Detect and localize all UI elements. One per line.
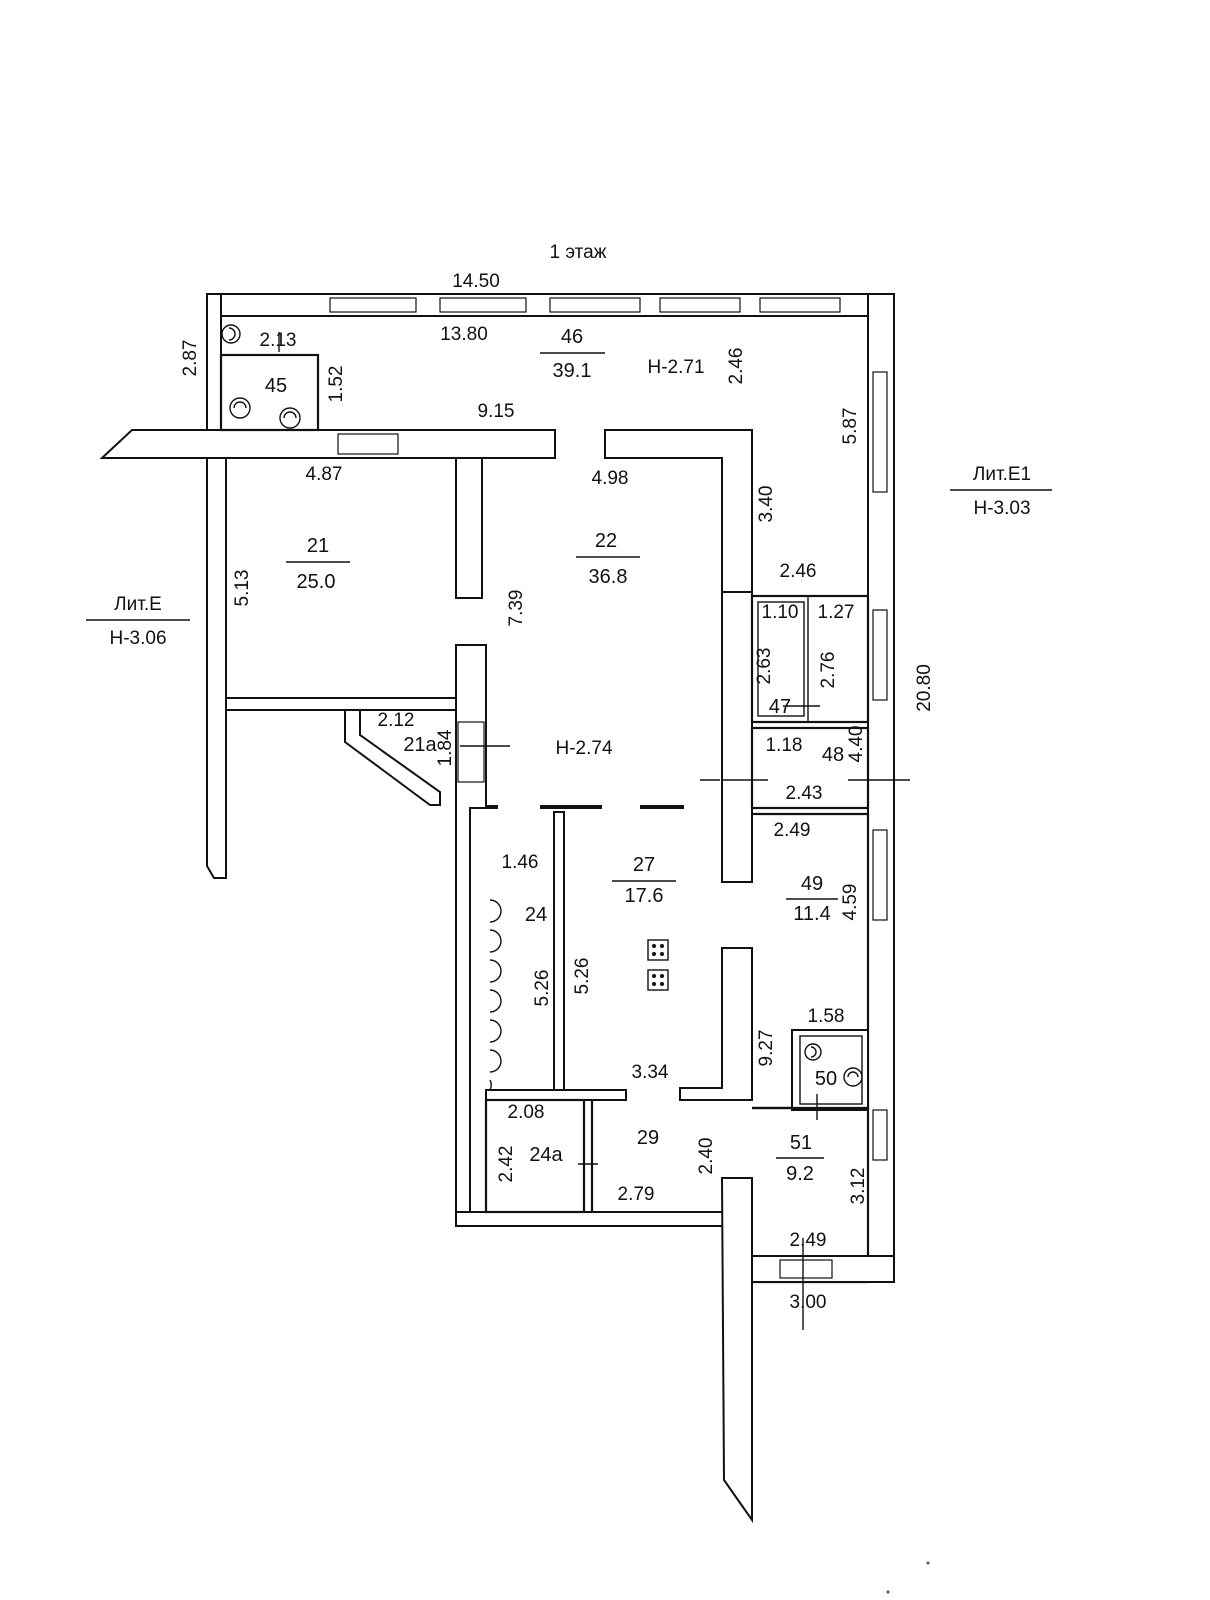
dim-2-13: 2.13 xyxy=(260,330,297,351)
dim-2-79: 2.79 xyxy=(618,1184,655,1205)
room-22-area: 36.8 xyxy=(589,566,628,588)
dim-13-80: 13.80 xyxy=(440,324,488,345)
room-51-number: 51 xyxy=(790,1132,812,1154)
dim-20-80: 20.80 xyxy=(914,664,935,712)
dim-5-26-b: 5.26 xyxy=(572,958,593,995)
wall-27-east xyxy=(679,947,753,1101)
dim-4-98: 4.98 xyxy=(592,468,629,489)
dim-5-26-a: 5.26 xyxy=(532,970,553,1007)
window-21a xyxy=(457,721,485,783)
dim-9-27: 9.27 xyxy=(756,1030,777,1067)
dim-4-40: 4.40 xyxy=(846,726,867,763)
room-27-area: 17.6 xyxy=(625,885,664,907)
room-45-number: 45 xyxy=(265,375,287,397)
wall-21a xyxy=(344,709,441,806)
dim-2-87: 2.87 xyxy=(180,340,201,377)
room-48-box xyxy=(750,726,870,810)
dim-7-39: 7.39 xyxy=(506,590,527,627)
window-21 xyxy=(337,433,399,455)
dim-14-50: 14.50 xyxy=(452,271,500,292)
wall-24-27 xyxy=(553,811,565,1091)
room-24a-number: 24а xyxy=(529,1144,563,1166)
dim-4-87: 4.87 xyxy=(306,464,343,485)
dim-5-13: 5.13 xyxy=(232,570,253,607)
dim-2-49-mid: 2.49 xyxy=(774,820,811,841)
lit-e-label: Лит.Е xyxy=(114,594,162,615)
room-45-box xyxy=(219,353,320,432)
height-22: Н-2.74 xyxy=(555,738,612,759)
room-29-number: 29 xyxy=(637,1127,659,1149)
dim-1-84: 1.84 xyxy=(435,729,456,766)
dim-1-58: 1.58 xyxy=(808,1006,845,1027)
room-21a-number: 21а xyxy=(403,734,437,756)
dim-2-49-bottom: 2.49 xyxy=(790,1230,827,1251)
dim-2-08: 2.08 xyxy=(508,1102,545,1123)
room-21-area: 25.0 xyxy=(297,571,336,593)
dim-2-42: 2.42 xyxy=(496,1146,517,1183)
dim-2-12: 2.12 xyxy=(378,710,415,731)
west-wall-21 xyxy=(206,457,227,879)
height-46: Н-2.71 xyxy=(647,357,704,378)
dim-3-40: 3.40 xyxy=(756,486,777,523)
west-wall-46 xyxy=(206,293,222,431)
dim-9-15: 9.15 xyxy=(478,401,515,422)
dim-2-63: 2.63 xyxy=(754,648,775,685)
room-47-box xyxy=(750,594,870,724)
room-47-number: 47 xyxy=(769,696,791,718)
room-51-area: 9.2 xyxy=(786,1163,814,1185)
room-49-number: 49 xyxy=(801,873,823,895)
dim-1-27: 1.27 xyxy=(818,602,855,623)
lit-e1-label: Лит.Е1 xyxy=(973,464,1031,485)
dim-3-12: 3.12 xyxy=(848,1168,869,1205)
room-48-number: 48 xyxy=(822,744,844,766)
door-marks xyxy=(278,332,820,1330)
lit-e1-height: Н-3.03 xyxy=(973,498,1030,519)
dim-4-59: 4.59 xyxy=(840,884,861,921)
dim-5-87: 5.87 xyxy=(840,408,861,445)
wall-22-east xyxy=(721,591,753,883)
dim-1-10: 1.10 xyxy=(762,602,799,623)
room-27-number: 27 xyxy=(633,854,655,876)
room-21-number: 21 xyxy=(307,535,329,557)
east-windows xyxy=(872,371,888,1161)
wall-27-south xyxy=(485,1089,627,1101)
dim-1-18: 1.18 xyxy=(766,735,803,756)
room-46-area: 39.1 xyxy=(553,360,592,382)
south-wall xyxy=(455,1211,747,1227)
wall-21-bottom xyxy=(225,697,461,711)
dim-1-46: 1.46 xyxy=(502,852,539,873)
north-windows xyxy=(329,297,841,313)
west-slant-wall xyxy=(99,429,556,459)
dim-1-52: 1.52 xyxy=(326,366,347,403)
room-46-number: 46 xyxy=(561,326,583,348)
room-49-area: 11.4 xyxy=(793,903,830,925)
dim-3-34: 3.34 xyxy=(632,1062,669,1083)
room-50-number: 50 xyxy=(815,1068,837,1090)
stove-icon xyxy=(647,939,669,991)
lit-e-height: Н-3.06 xyxy=(109,628,166,649)
room-24-number: 24 xyxy=(525,904,547,926)
tail-wall xyxy=(720,1177,753,1524)
dim-2-43: 2.43 xyxy=(786,783,823,804)
room-22-number: 22 xyxy=(595,530,617,552)
room-50-box xyxy=(791,1029,869,1111)
toilet-icon xyxy=(221,324,863,1087)
partition-22-27 xyxy=(486,805,684,809)
wall-21-22 xyxy=(455,457,483,599)
floor-title: 1 этаж xyxy=(550,242,607,263)
dim-2-46-top: 2.46 xyxy=(726,348,747,385)
dim-2-46-mid: 2.46 xyxy=(780,561,817,582)
wash-fixtures-24 xyxy=(489,899,502,1091)
dim-3-00: 3.00 xyxy=(790,1292,827,1313)
dim-2-40: 2.40 xyxy=(696,1138,717,1175)
dim-2-76: 2.76 xyxy=(818,652,839,689)
